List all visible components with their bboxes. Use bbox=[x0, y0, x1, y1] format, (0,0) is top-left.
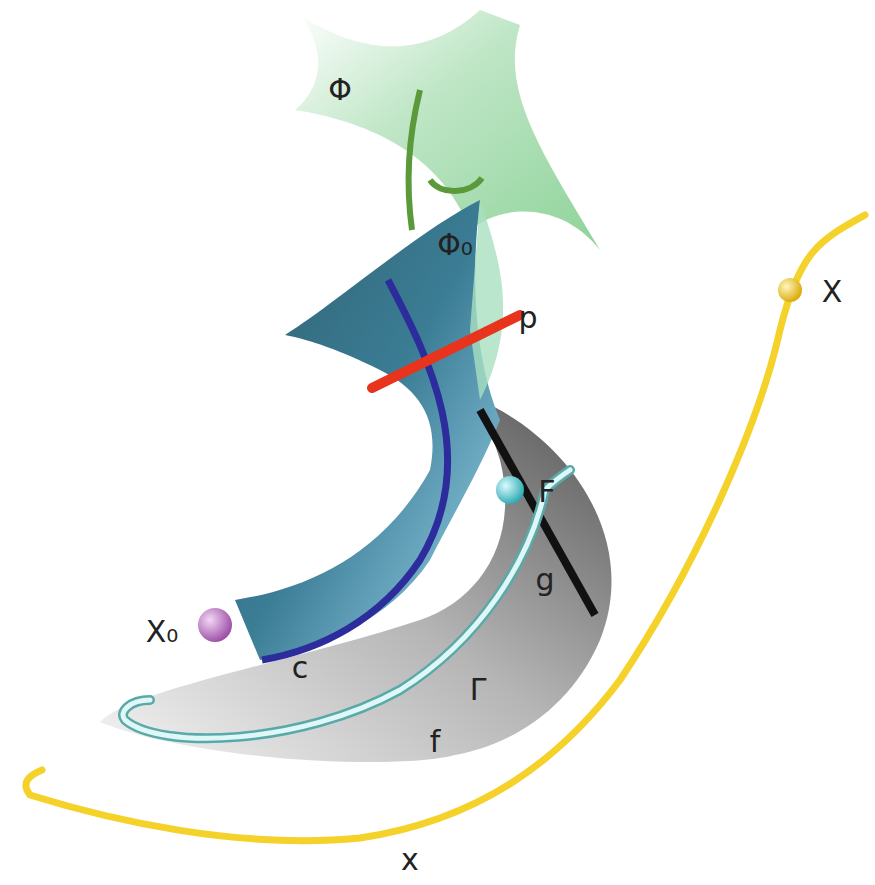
line-label: p bbox=[518, 303, 537, 333]
surface-label: Φ bbox=[328, 75, 352, 105]
curve-label: f bbox=[430, 727, 441, 757]
curve-label: x bbox=[401, 845, 419, 875]
surface-label: Γ bbox=[470, 675, 487, 705]
point-label: X₀ bbox=[146, 617, 179, 647]
curve-label: c bbox=[292, 653, 309, 683]
point-label: X bbox=[822, 277, 843, 307]
surface-label: Φ₀ bbox=[437, 230, 473, 260]
line-label: g bbox=[535, 565, 554, 595]
point-label: F bbox=[538, 477, 555, 507]
